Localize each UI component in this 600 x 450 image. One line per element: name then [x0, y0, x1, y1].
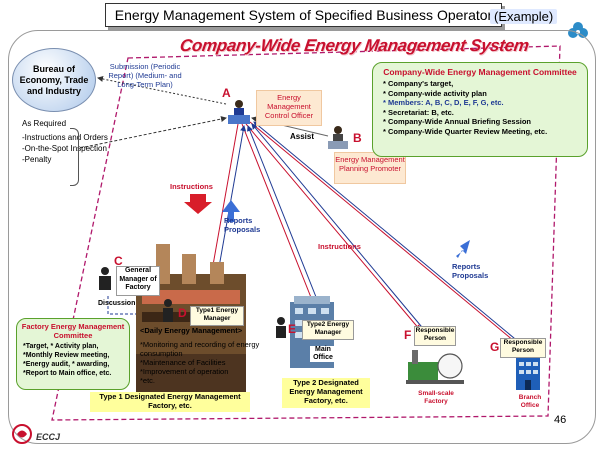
assist-label: Assist [290, 132, 315, 141]
type1-manager-label: Type1 Energy Manager [190, 306, 244, 326]
role-letter-g: G [490, 340, 500, 354]
submission-label: Submission (Periodic Report) (Medium- an… [108, 62, 182, 89]
role-letter-f: F [404, 328, 412, 342]
daily-item: *Monitoring and recording of energy cons… [140, 340, 260, 358]
promoter-desk-icon [328, 126, 348, 149]
factory-committee-line: *Target, * Activity plan, [23, 343, 99, 350]
reports-label-left: Reports Proposals [224, 216, 261, 234]
system-title: Company-Wide Energy Management System [178, 36, 531, 55]
eccj-logo-icon [12, 424, 32, 444]
type1-manager-icon [163, 299, 173, 322]
committee-item: Company-Wide Quarter Review Meeting, etc… [383, 127, 587, 137]
requirement-item: -Penalty [22, 155, 52, 164]
committee-list: Company's target, Company-wide activity … [373, 79, 587, 137]
responsible-person-g-label: Responsible Person [500, 338, 546, 358]
factory-committee-line: *Energy audit, * awarding, [23, 361, 110, 368]
requirements-bracket [70, 128, 79, 186]
outer-frame [8, 30, 596, 444]
planning-promoter-label: Energy Management Planning Promoter [334, 152, 406, 184]
page-number: 46 [554, 414, 567, 426]
bureau-name: Bureau of Economy, Trade and Industry [19, 63, 89, 96]
role-letter-e: E [288, 322, 297, 336]
daily-title: <Daily Energy Management> [140, 326, 243, 335]
general-manager-icon [99, 267, 111, 290]
requirements-list: -Instructions and Orders -On-the-Spot In… [22, 132, 108, 165]
role-letter-d: D [178, 306, 187, 320]
general-manager-label: General Manager of Factory [116, 266, 160, 296]
branch-office-building-image [516, 358, 540, 390]
factory-committee-line: *Monthly Review meeting, [23, 352, 110, 359]
daily-item: *Maintenance of Facilities [140, 358, 226, 367]
instructions-label-right: Instructions [318, 242, 361, 251]
instructions-label-left: Instructions [170, 182, 213, 191]
role-letter-b: B [353, 131, 362, 145]
role-letter-a: A [222, 86, 231, 100]
factory-committee-box: Factory Energy Management Committee *Tar… [16, 318, 130, 390]
type2-factory-caption: Type 2 Designated Energy Management Fact… [282, 378, 370, 408]
committee-item: Company-Wide Annual Briefing Session [383, 117, 587, 127]
committee-item: Secretariat: B, etc. [383, 108, 587, 118]
reports-label-right: Reports Proposals [452, 262, 489, 280]
page-title: Energy Management System of Specified Bu… [105, 3, 502, 27]
small-factory-label: Small-scale Factory [418, 390, 454, 405]
small-factory-image [406, 350, 464, 384]
committee-item: Company's target, [383, 79, 587, 89]
factory-building-image [136, 244, 246, 394]
example-label: (Example) [490, 9, 558, 24]
bureau-node: Bureau of Economy, Trade and Industry [12, 48, 96, 112]
discussion-label: Discussion [98, 300, 136, 307]
daily-item: *Improvement of operation [140, 367, 229, 376]
type2-manager-icon [276, 317, 286, 338]
eccj-logo-text: ECCJ [36, 432, 61, 442]
main-office-label: Main Office [310, 346, 336, 362]
type1-factory-caption: Type 1 Designated Energy Management Fact… [90, 392, 250, 412]
officer-desk-icon [228, 100, 250, 124]
committee-item: Members: A, B, C, D, E, F, G, etc. [383, 98, 587, 108]
as-required-label: As Required [22, 119, 67, 128]
requirement-item: -On-the-Spot Inspection [22, 144, 107, 153]
role-letter-c: C [114, 254, 123, 268]
daily-list: *Monitoring and recording of energy cons… [140, 340, 270, 385]
control-officer-label: Energy Management Control Officer [256, 90, 322, 126]
factory-committee-line: *Report to Main office, etc. [23, 370, 112, 377]
branch-office-label: Branch Office [518, 394, 542, 409]
committee-title: Company-Wide Energy Management Committee [383, 67, 577, 77]
type2-manager-label: Type2 Energy Manager [302, 320, 354, 340]
daily-item: *etc. [140, 376, 156, 385]
requirement-item: -Instructions and Orders [22, 133, 108, 142]
responsible-person-f-label: Responsible Person [414, 326, 456, 346]
committee-item: Company-wide activity plan [383, 89, 587, 99]
company-committee-box: Company-Wide Energy Management Committee… [372, 62, 588, 157]
factory-committee-title: Factory Energy Management Committee [21, 322, 125, 340]
